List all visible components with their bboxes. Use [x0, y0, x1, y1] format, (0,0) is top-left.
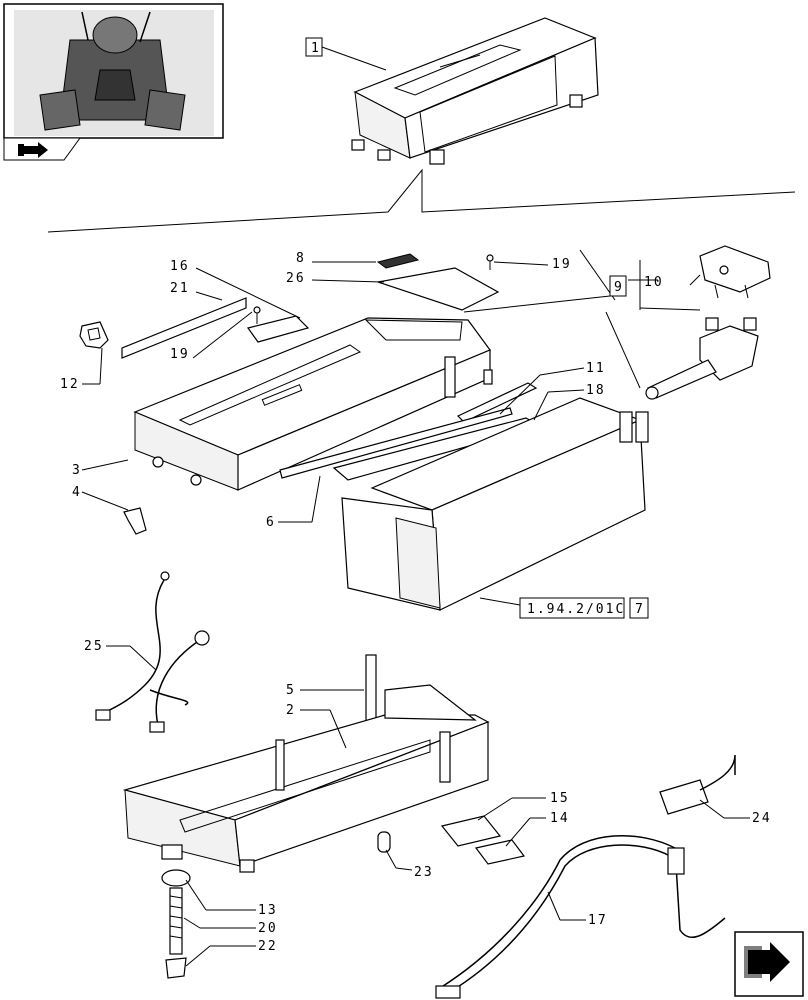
- next-page-arrow-icon: [744, 942, 790, 982]
- callout-18: 18: [586, 383, 606, 398]
- callout-14: 14: [550, 811, 570, 826]
- seal-5: [365, 654, 377, 726]
- next-page-button[interactable]: [734, 931, 804, 997]
- callout-22: 22: [258, 939, 278, 954]
- callout-11: 11: [586, 361, 606, 376]
- clip-part: [79, 321, 109, 349]
- upper-housing: [133, 317, 493, 491]
- screw-19a: [253, 306, 261, 324]
- callout-20: 20: [258, 921, 278, 936]
- callout-23: 23: [414, 865, 434, 880]
- callout-9: 9: [614, 280, 624, 295]
- location-thumbnail[interactable]: [3, 3, 224, 161]
- callout-17: 17: [588, 913, 608, 928]
- reference-box: 1.94.2/01C 7: [479, 597, 649, 619]
- plate-14: [474, 839, 526, 865]
- lower-housing: [122, 684, 490, 873]
- callout-2: 2: [286, 703, 296, 718]
- seal-11: [456, 382, 538, 423]
- cable-17: [435, 834, 726, 999]
- heater-core: [341, 397, 649, 611]
- callout-3: 3: [72, 463, 82, 478]
- callout-6: 6: [266, 515, 276, 530]
- callout-24: 24: [752, 811, 772, 826]
- water-valve-9: [645, 317, 759, 400]
- callout-26: 26: [286, 271, 306, 286]
- callout-10: 10: [644, 275, 664, 290]
- section-separator: [47, 168, 796, 233]
- callout-1-box: 1: [305, 37, 387, 71]
- callout-8: 8: [296, 251, 306, 266]
- assembled-heater-unit: [351, 17, 599, 165]
- plate-15: [440, 815, 502, 847]
- callout-12: 12: [60, 377, 80, 392]
- callout-16: 16: [170, 259, 190, 274]
- callout-25: 25: [84, 639, 104, 654]
- wiring-harness-25: [95, 571, 210, 733]
- callout-21: 21: [170, 281, 190, 296]
- callout-9-box: [609, 275, 627, 297]
- bracket-4: [123, 507, 147, 535]
- leader-lines: [81, 249, 750, 967]
- plug-22: [165, 957, 187, 979]
- callout-19-right: 19: [552, 257, 572, 272]
- actuator-10: [699, 245, 771, 299]
- label-8: [376, 253, 420, 269]
- bulb-23: [377, 831, 391, 853]
- screw-19b: [486, 254, 494, 270]
- stud-20: [169, 887, 183, 955]
- callout-4: 4: [72, 485, 82, 500]
- callout-5: 5: [286, 683, 296, 698]
- connector-24: [659, 754, 736, 815]
- strip-6: [279, 407, 513, 479]
- callout-13: 13: [258, 903, 278, 918]
- grommet-13: [161, 869, 191, 887]
- callout-15: 15: [550, 791, 570, 806]
- callout-1: 1: [311, 41, 321, 56]
- seal-strip-21: [121, 297, 247, 359]
- callout-7: 7: [635, 602, 645, 617]
- cover-plate-26: [377, 267, 500, 311]
- plate-16: [246, 315, 310, 343]
- callout-19-left: 19: [170, 347, 190, 362]
- tractor-location-icon: [18, 142, 48, 158]
- reference-label: 1.94.2/01C: [527, 602, 625, 617]
